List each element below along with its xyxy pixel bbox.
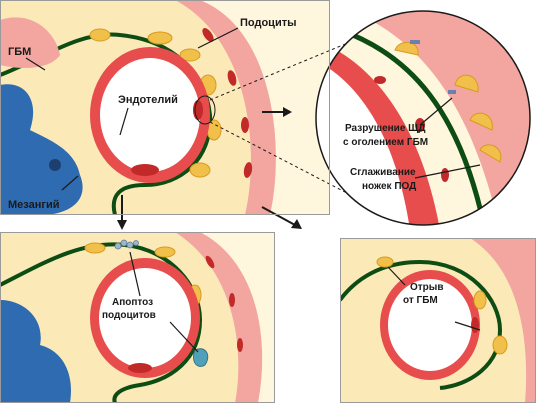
label-mesangium: Мезангий [8,199,59,211]
top-left-panel [0,0,330,215]
label-podocytes: Подоциты [240,17,297,29]
capillary-lumen [100,58,200,172]
zoom-text-1b: с оголением ГБМ [343,137,428,148]
label-endothelium: Эндотелий [118,94,178,106]
zoom-text-2b: ножек ПОД [362,181,416,192]
label-detach-1: Отрыв [410,282,443,293]
label-gbm: ГБМ [8,46,31,58]
label-apoptosis-1: Апоптоз [112,297,153,308]
bottom-right-panel [340,238,536,403]
label-detach-2: от ГБМ [403,295,438,306]
arrow-down-head [117,220,127,230]
label-apoptosis-2: подоцитов [102,310,156,321]
zoom-text-1a: Разрушение ЩД [345,123,425,134]
zoom-text-2a: Сглаживание [350,167,416,178]
